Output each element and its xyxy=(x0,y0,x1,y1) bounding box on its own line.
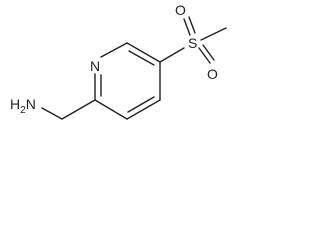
bond-s-o-top xyxy=(183,18,191,36)
bond-c5-s xyxy=(159,47,185,63)
bond-c4-c3 xyxy=(126,99,161,120)
structure-canvas: H2N N S O O xyxy=(0,0,235,128)
molecule-structure: H2N N S O O xyxy=(10,2,227,120)
bond-c6-c5 xyxy=(126,42,161,63)
bond-n1-c6 xyxy=(100,42,128,58)
bond-c4-c3-inner xyxy=(127,96,155,113)
bond-s-o-top-2 xyxy=(188,16,196,34)
atom-labels: H2N N S O O xyxy=(10,2,218,116)
bond-ch2-nh2 xyxy=(41,107,63,120)
amine-label: H2N xyxy=(10,96,36,116)
oxygen-top-label: O xyxy=(175,2,186,18)
bonds xyxy=(41,16,227,120)
bond-s-o-bottom xyxy=(198,47,211,64)
bond-c6-c5-inner xyxy=(128,50,155,66)
bond-s-ch3 xyxy=(200,27,227,41)
bond-c2-ch2 xyxy=(61,99,96,120)
bond-s-o-bottom-2 xyxy=(202,44,215,61)
bond-c3-c2 xyxy=(94,99,128,120)
ring-nitrogen-label: N xyxy=(90,58,100,74)
oxygen-bottom-label: O xyxy=(207,66,218,82)
sulfur-label: S xyxy=(188,35,197,51)
